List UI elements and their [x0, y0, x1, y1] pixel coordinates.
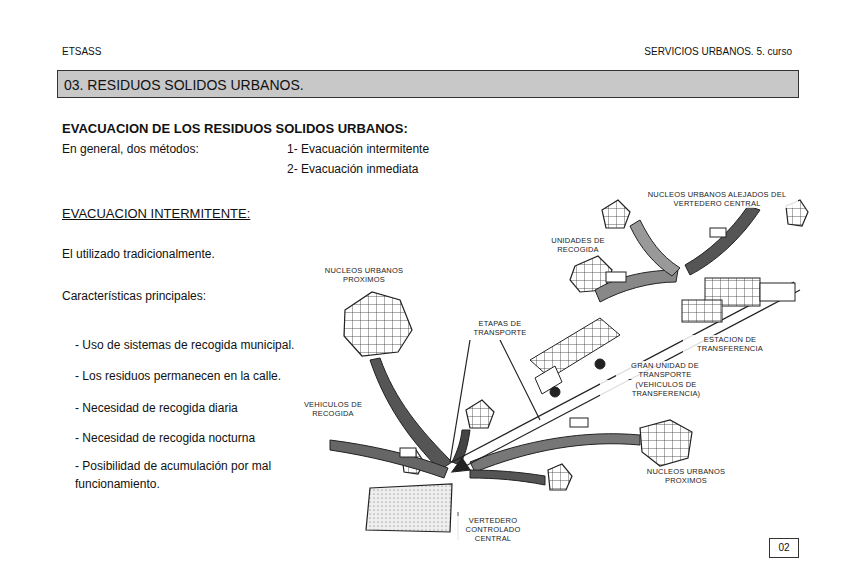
- section-title: 03. RESIDUOS SOLIDOS URBANOS.: [64, 77, 304, 93]
- title-band: 03. RESIDUOS SOLIDOS URBANOS.: [57, 70, 799, 98]
- header-school: ETSASS: [62, 46, 101, 58]
- heading: EVACUACION DE LOS RESIDUOS SOLIDOS URBAN…: [62, 122, 408, 137]
- illustration-label: ESTACION DE TRANSFERENCIA: [683, 335, 777, 353]
- list-item: 2- Evacuación inmediata: [287, 163, 418, 177]
- illustration-label: GRAN UNIDAD DE TRANSPORTE: [616, 361, 714, 379]
- subheading: EVACUACION INTERMITENTE:: [62, 207, 250, 222]
- illustration-label: NUCLEOS URBANOS PROXIMOS: [630, 467, 742, 485]
- illustration-label: (VEHICULOS DE TRANSFERENCIA): [600, 380, 732, 398]
- header-course: SERVICIOS URBANOS. 5. curso: [644, 46, 792, 58]
- illustration-label: UNIDADES DE RECOGIDA: [546, 236, 610, 254]
- bullet-item: - Necesidad de recogida diaria: [75, 402, 238, 416]
- bullet-item: - Los residuos permanecen en la calle.: [75, 370, 281, 384]
- body-text: Características principales:: [62, 290, 206, 304]
- list-item: 1- Evacuación intermitente: [287, 143, 429, 157]
- illustration-label: VEHICULOS DE RECOGIDA: [300, 400, 366, 418]
- page-number-box: 02: [769, 538, 799, 558]
- illustration-label: VERTEDERO CONTROLADO CENTRAL: [454, 516, 532, 543]
- body-text: En general, dos métodos:: [62, 143, 199, 157]
- bullet-item: - Posibilidad de acumulación por mal fun…: [75, 457, 310, 493]
- page-number: 02: [770, 542, 798, 553]
- bullet-item: - Necesidad de recogida nocturna: [75, 432, 255, 446]
- illustration-label: NUCLEOS URBANOS PROXIMOS: [308, 266, 420, 284]
- bullet-item: - Uso de sistemas de recogida municipal.: [75, 339, 294, 353]
- illustration-label: ETAPAS DE TRANSPORTE: [462, 319, 538, 337]
- illustration-label: NUCLEOS URBANOS ALEJADOS DEL VERTEDERO C…: [636, 190, 798, 208]
- body-text: El utilizado tradicionalmente.: [62, 248, 215, 262]
